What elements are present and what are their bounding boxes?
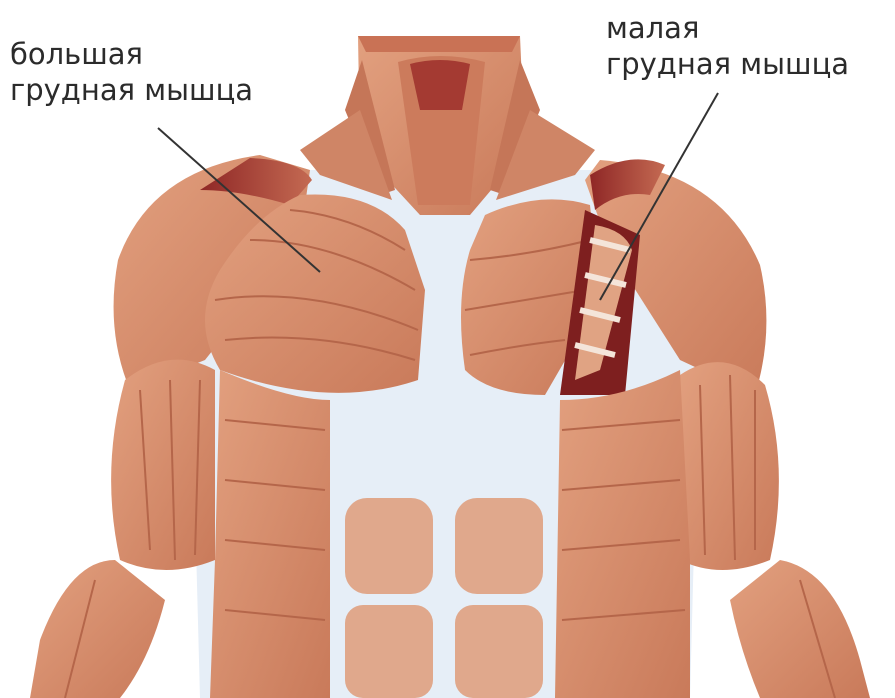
pectoralis-major-label-line2: грудная мышца: [10, 72, 253, 108]
pectoralis-minor-label-line2: грудная мышца: [606, 46, 849, 82]
left-arm: [30, 360, 215, 698]
right-oblique: [555, 370, 690, 698]
pectoralis-major-label-line1: большая: [10, 36, 253, 72]
left-oblique: [210, 370, 330, 698]
pectoralis-minor-label: малая грудная мышца: [606, 10, 849, 82]
pectoralis-major-label: большая грудная мышца: [10, 36, 253, 108]
right-arm: [680, 362, 870, 698]
pectoralis-minor-label-line1: малая: [606, 10, 849, 46]
